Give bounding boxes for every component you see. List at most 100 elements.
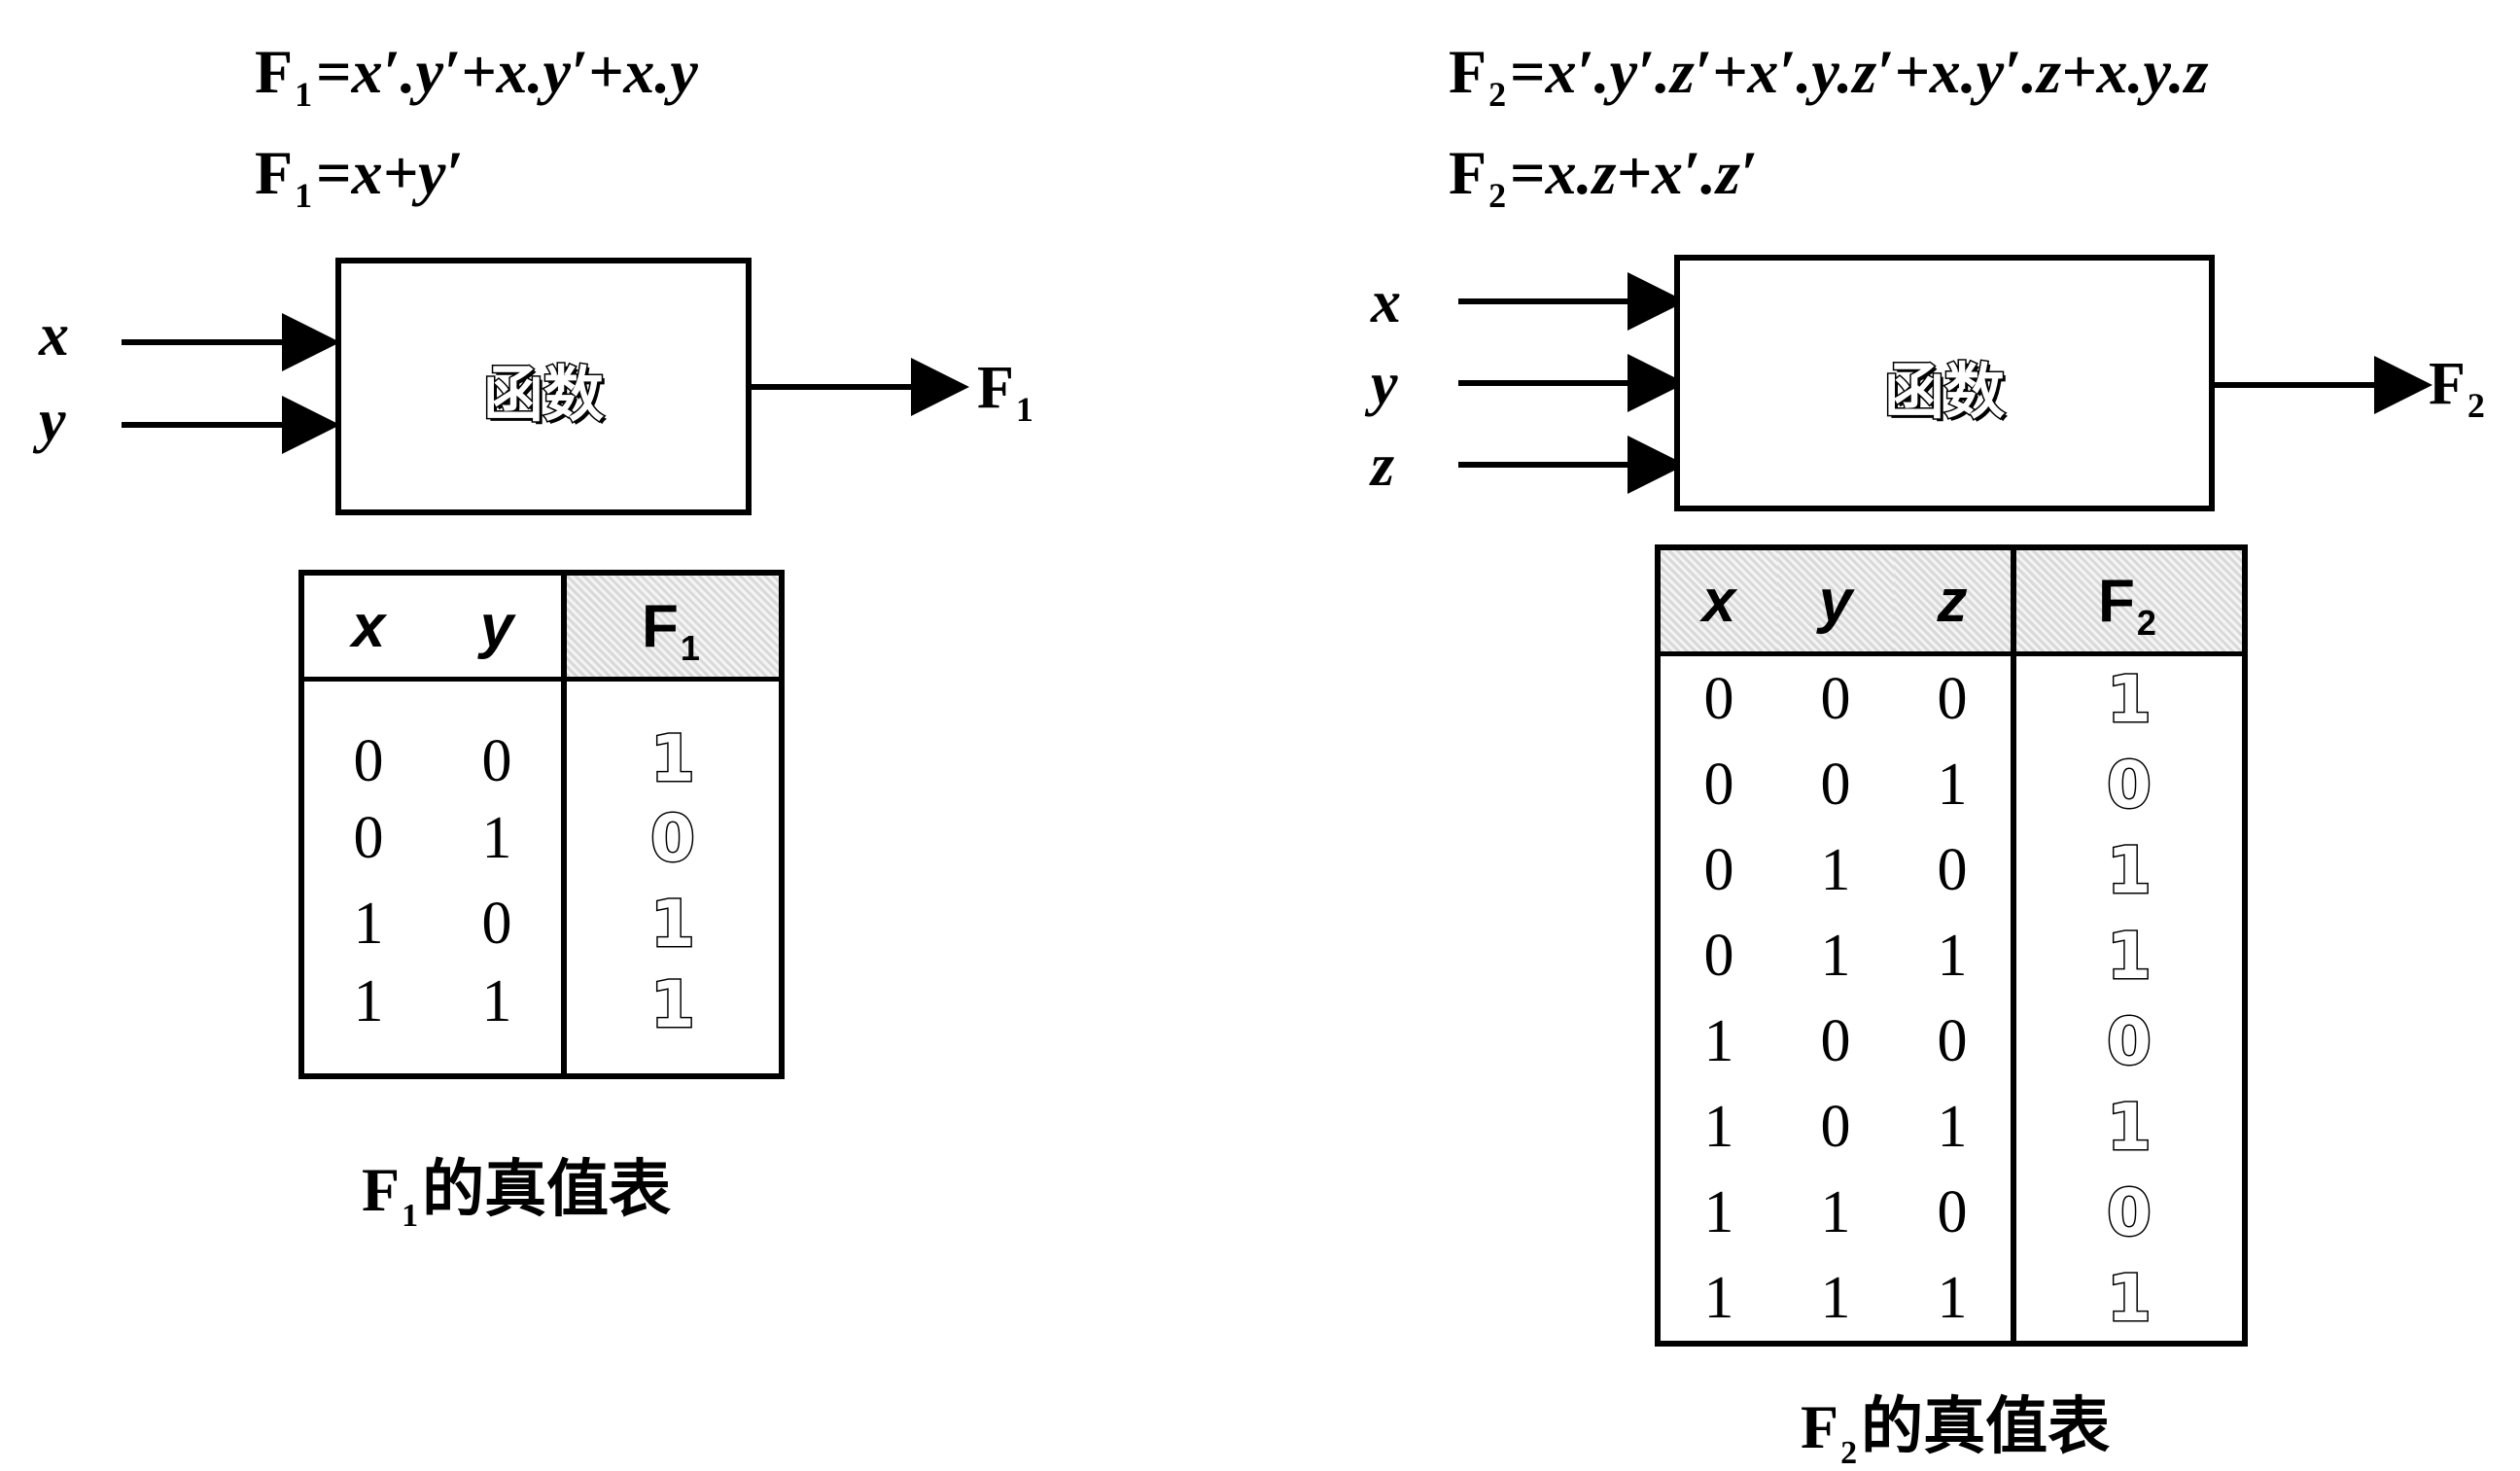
f2-expression-simplified: x.z+x′.z′	[1545, 138, 1758, 207]
f2-expression-sop: x′.y′.z′+x′.y.z′+x.y′.z+x.y.z	[1545, 37, 2209, 106]
cell-x: 1	[353, 967, 384, 1034]
f2-symbol: F	[1449, 138, 1488, 207]
f1-equation-2: F1=x+y′	[255, 138, 464, 215]
cell-f1: 1	[561, 881, 782, 967]
cell-y: 1	[1820, 1178, 1851, 1245]
cell-f1: 1	[561, 679, 782, 797]
cell-z: 0	[1937, 665, 1968, 732]
f1-input-x-label: x	[39, 302, 69, 368]
f2-output-label: F2	[2429, 351, 2489, 423]
f1-caption: F1的真值表	[362, 1155, 672, 1234]
cell-y: 0	[1820, 1093, 1851, 1160]
cell-x: 0	[1703, 836, 1734, 903]
f2-output-subscript: 2	[2467, 386, 2485, 425]
cell-x: 1	[353, 891, 384, 957]
f1-output-subscript: 1	[1015, 390, 1033, 429]
cell-z: 1	[1937, 1093, 1968, 1160]
cell-y: 1	[481, 805, 512, 871]
cell-f1: 1	[561, 965, 782, 1076]
f2-input-y-label: y	[1371, 351, 1398, 417]
header-x: x	[351, 592, 386, 660]
cell-y: 0	[1820, 1007, 1851, 1074]
table-row: 1 1 1	[301, 965, 782, 1076]
cell-f2: 1	[2011, 913, 2245, 998]
cell-y: 0	[481, 727, 512, 794]
f2-function-label: 函数	[1882, 355, 2006, 429]
cell-x: 1	[1703, 1178, 1734, 1245]
table-row: 0 0 1	[301, 679, 782, 797]
cell-y: 1	[481, 967, 512, 1034]
f1-expression-sop: x′.y′+x.y′+x.y	[351, 37, 698, 106]
cell-f2: 0	[2011, 1170, 2245, 1255]
f2-caption-text: 的真值表	[1861, 1392, 2111, 1461]
cell-y: 0	[1820, 751, 1851, 818]
header-y: y	[479, 592, 514, 660]
cell-f2: 1	[2011, 653, 2245, 742]
f1-subscript: 1	[295, 176, 313, 215]
cell-x: 0	[1703, 751, 1734, 818]
f2-output-symbol: F	[2429, 351, 2466, 417]
f1-function-label: 函数	[481, 358, 605, 432]
cell-x: 1	[1703, 1007, 1734, 1074]
f2-arrows	[1458, 272, 2432, 494]
cell-f2: 1	[2011, 827, 2245, 913]
f1-subscript: 1	[295, 75, 313, 114]
f2-symbol: F	[1449, 37, 1488, 106]
f1-symbol: F	[255, 37, 294, 106]
cell-x: 0	[353, 727, 384, 794]
cell-f2: 0	[2011, 998, 2245, 1084]
f1-output-symbol: F	[977, 355, 1014, 421]
table-header-row: x y F1	[301, 573, 782, 680]
f1-caption-text: 的真值表	[422, 1155, 672, 1224]
header-f2: F2	[2011, 547, 2245, 654]
cell-z: 0	[1937, 1007, 1968, 1074]
f1-equation-1: F1=x′.y′+x.y′+x.y	[255, 37, 698, 114]
cell-x: 1	[1703, 1093, 1734, 1160]
f1-output-label: F1	[977, 355, 1037, 427]
f2-caption: F2的真值表	[1801, 1392, 2111, 1471]
cell-z: 0	[1937, 836, 1968, 903]
f1-expression-simplified: x+y′	[351, 138, 464, 207]
cell-z: 1	[1937, 1264, 1968, 1331]
header-z: z	[1894, 547, 2013, 654]
cell-y: 1	[1820, 1264, 1851, 1331]
cell-f2: 1	[2011, 1084, 2245, 1170]
cell-x: 0	[1703, 922, 1734, 989]
f2-equation-1: F2=x′.y′.z′+x′.y.z′+x.y′.z+x.y.z	[1449, 37, 2209, 114]
cell-f1: 0	[561, 795, 782, 882]
f1-function-box: 函数	[335, 258, 752, 515]
cell-z: 0	[1937, 1178, 1968, 1245]
cell-y: 1	[1820, 922, 1851, 989]
header-y: y	[1777, 547, 1894, 654]
cell-x: 1	[1703, 1264, 1734, 1331]
cell-z: 1	[1937, 751, 1968, 818]
cell-x: 0	[1703, 665, 1734, 732]
f1-truth-table: x y F1 0 0 1 0 1 0 1 0 1 1 1 1	[298, 570, 785, 1079]
f1-arrows	[122, 313, 969, 454]
f1-input-y-label: y	[39, 388, 66, 454]
f2-input-x-label: x	[1371, 269, 1401, 335]
cell-y: 0	[1820, 665, 1851, 732]
f1-symbol: F	[255, 138, 294, 207]
cell-z: 1	[1937, 922, 1968, 989]
f2-subscript: 2	[1488, 176, 1507, 215]
cell-x: 0	[353, 805, 384, 871]
f2-subscript: 2	[1488, 75, 1507, 114]
table-header-row: x y z F2	[1658, 547, 2245, 654]
table-row: 1 0 1	[301, 881, 782, 967]
f2-input-z-label: z	[1371, 433, 1395, 499]
table-row: 0 1 0	[301, 795, 782, 882]
cell-f2: 1	[2011, 1255, 2245, 1344]
f2-function-box: 函数	[1674, 255, 2215, 511]
cell-y: 0	[481, 891, 512, 957]
f2-equation-2: F2=x.z+x′.z′	[1449, 138, 1758, 215]
header-f1: F1	[561, 573, 782, 680]
